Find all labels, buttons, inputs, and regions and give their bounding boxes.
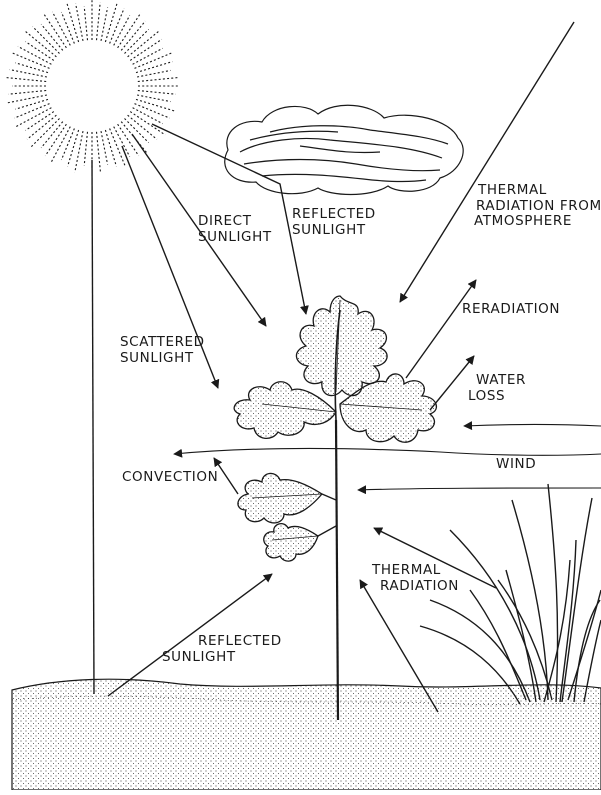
- label-reradiation: RERADIATION: [462, 302, 560, 318]
- sun-ray: [133, 108, 163, 124]
- sun-ray: [101, 131, 108, 164]
- reradiation-arrow: [406, 280, 476, 378]
- ground-soil: [12, 679, 601, 790]
- sun-ray: [84, 6, 87, 40]
- sun-ray: [14, 104, 49, 119]
- sun-ray: [76, 4, 83, 41]
- atmosphere-thermal-arrow: [400, 22, 574, 302]
- sun-ray: [97, 132, 101, 174]
- sun-ray: [15, 99, 48, 109]
- sun-vertical-line: [92, 160, 94, 694]
- sun-icon: [4, 0, 180, 174]
- sun-ray: [130, 39, 162, 60]
- sun-ray: [10, 70, 47, 77]
- label-thermal-radiation-from-atmosphere: THERMAL RADIATION FROM ATMOSPHERE: [476, 183, 601, 230]
- sun-ray: [101, 8, 108, 41]
- sun-ray: [114, 127, 130, 157]
- sun-ray: [4, 77, 46, 81]
- sun-ray: [61, 129, 74, 160]
- cloud-icon: [225, 105, 463, 194]
- label-scattered-sunlight: SCATTERED SUNLIGHT: [120, 335, 205, 366]
- sun-ray: [30, 119, 60, 149]
- sun-ray: [138, 91, 176, 95]
- sun-ray: [97, 2, 101, 40]
- label-reflected-sunlight-ground: REFLECTED SUNLIGHT: [162, 634, 282, 665]
- sun-ray: [137, 95, 170, 102]
- sun-ray: [15, 63, 48, 73]
- sun-ray: [8, 91, 46, 95]
- sun-ray: [110, 8, 125, 43]
- sun-ray: [135, 104, 170, 119]
- label-reflected-sunlight-cloud: REFLECTED SUNLIGHT: [292, 207, 376, 238]
- sun-ray: [45, 124, 66, 156]
- sun-ray: [84, 132, 87, 166]
- sun-ray: [114, 15, 130, 45]
- sun-ray: [6, 95, 47, 103]
- label-wind: WIND: [496, 457, 536, 473]
- label-thermal-radiation: THERMAL RADIATION: [372, 563, 459, 594]
- label-convection: CONVECTION: [122, 470, 218, 486]
- label-direct-sunlight: DIRECT SUNLIGHT: [198, 214, 272, 245]
- sun-ray: [133, 48, 163, 64]
- sun-ray: [75, 131, 83, 172]
- label-water-loss: WATER LOSS: [468, 373, 526, 404]
- sun-ray: [138, 77, 180, 81]
- sun-ray: [137, 70, 170, 77]
- sun-ray: [61, 12, 74, 43]
